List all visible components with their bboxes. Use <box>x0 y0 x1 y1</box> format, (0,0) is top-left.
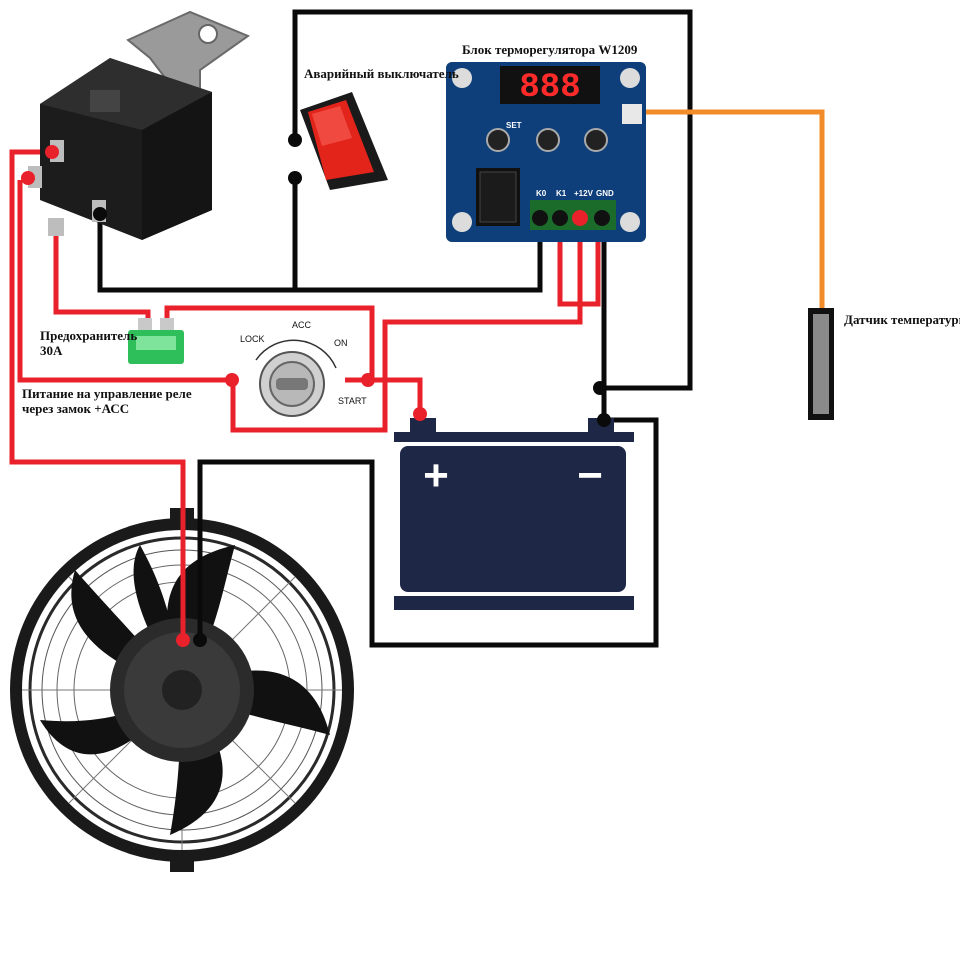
ignition-switch-icon: LOCK ACC ON START <box>240 320 367 417</box>
acc-power-label: Питание на управление реле через замок +… <box>22 386 192 416</box>
fan-icon <box>10 508 354 872</box>
ignition-lock-label: LOCK <box>240 334 265 344</box>
ignition-on-label: ON <box>334 338 348 348</box>
emergency-switch-label: Аварийный выключатель <box>304 66 459 81</box>
battery-icon: + − <box>394 418 634 610</box>
terminal-gnd: GND <box>596 189 614 198</box>
thermostat-title: Блок терморегулятора W1209 <box>462 42 638 57</box>
fuse-label-line1: Предохранитель <box>40 328 138 343</box>
battery-plus-sign: + <box>423 451 449 500</box>
relay-icon <box>28 10 251 240</box>
fuse-label-line2: 30А <box>40 343 63 358</box>
terminal-k0: K0 <box>536 189 547 198</box>
terminal-k1: K1 <box>556 189 567 198</box>
acc-power-label-line2: через замок +АСС <box>22 401 130 416</box>
fuse-icon <box>128 318 184 364</box>
ignition-acc-label: ACC <box>292 320 312 330</box>
terminal-12v: +12V <box>574 189 594 198</box>
rocker-switch-icon <box>300 92 388 190</box>
fuse-label: Предохранитель 30А <box>40 328 137 358</box>
battery-minus-sign: − <box>577 451 603 500</box>
junction-dots <box>21 133 611 647</box>
ignition-start-label: START <box>338 396 367 406</box>
acc-power-label-line1: Питание на управление реле <box>22 386 192 401</box>
wire-orange <box>638 109 825 310</box>
thermostat-display: 888 <box>519 69 580 107</box>
set-label: SET <box>506 121 522 130</box>
temperature-sensor-label: Датчик температуры <box>844 312 960 327</box>
temperature-probe-icon <box>808 308 834 420</box>
thermostat-board-icon: 888 SET K0 K1 +12V GND <box>446 62 646 242</box>
wires-black <box>97 9 693 648</box>
